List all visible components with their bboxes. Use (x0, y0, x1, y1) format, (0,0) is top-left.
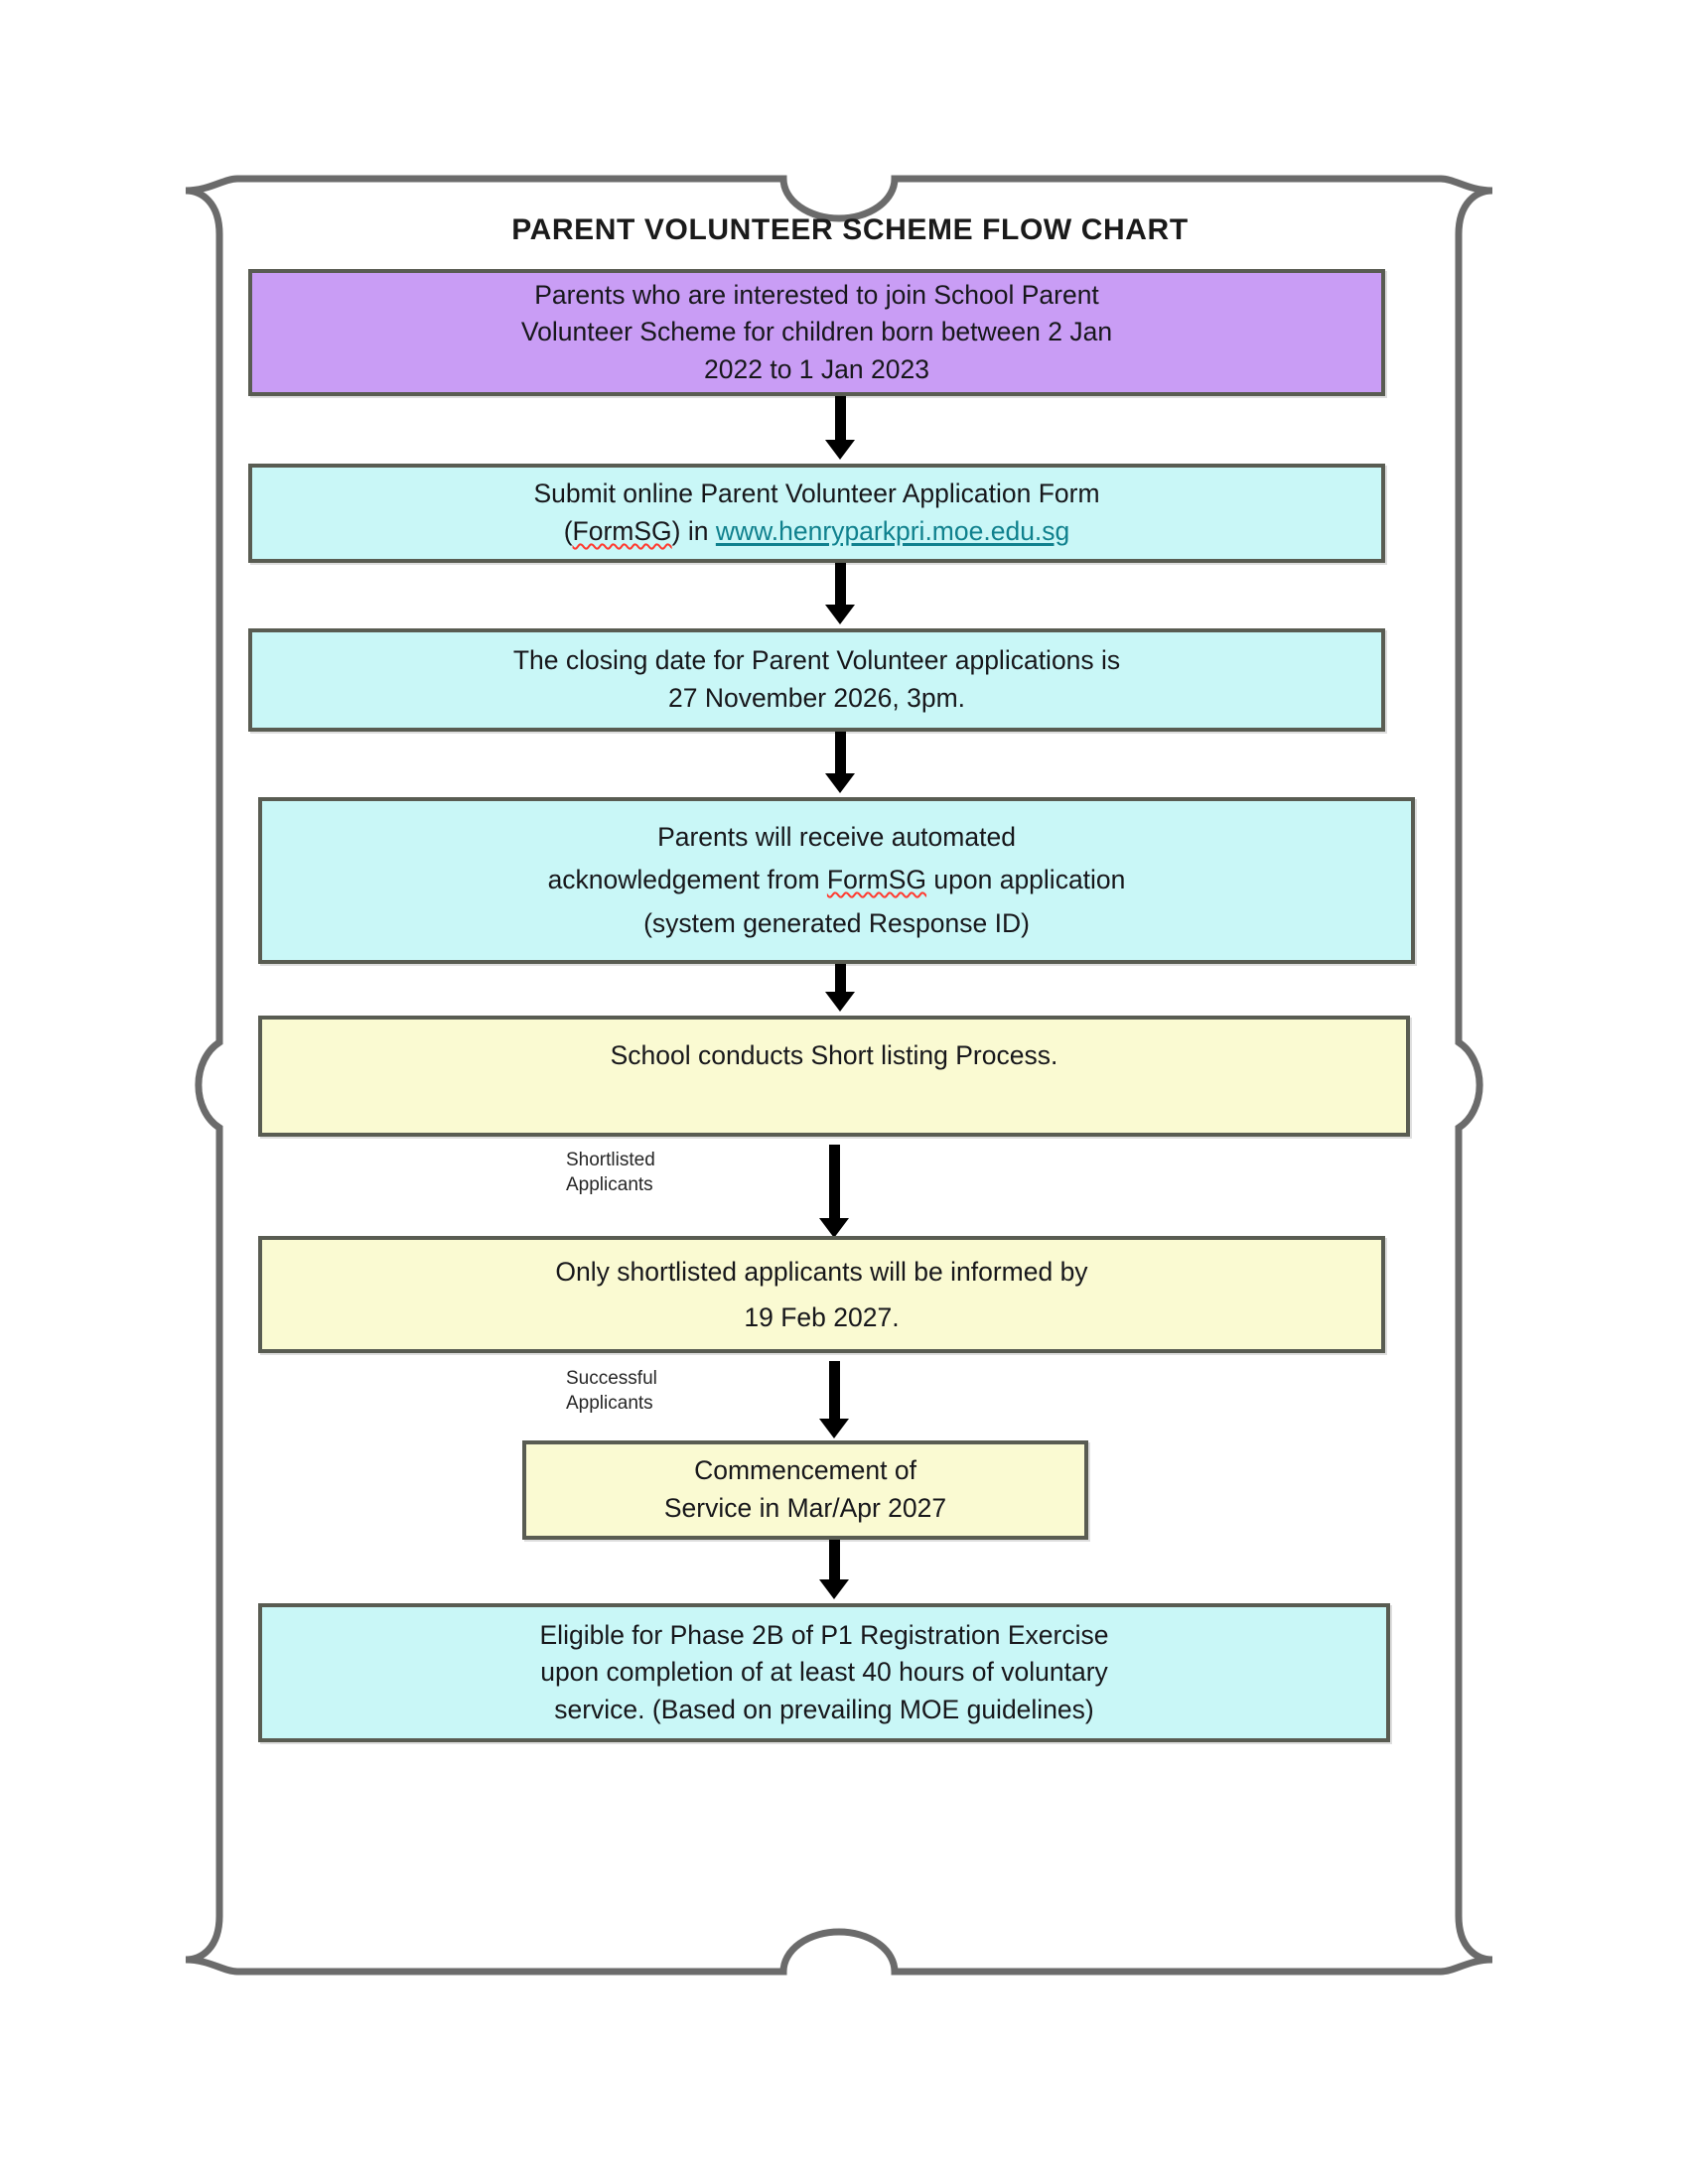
arrow-head (825, 605, 855, 624)
arrow-shaft (829, 1145, 840, 1222)
flow-node-intro: Parents who are interested to join Schoo… (248, 269, 1385, 396)
arrow-shortlisting-to-informed: Shortlisted Applicants (244, 1137, 1436, 1238)
ack-line-2: acknowledgement from FormSG upon applica… (278, 862, 1395, 899)
closing-line-2: 27 November 2026, 3pm. (667, 683, 966, 713)
arrow-shaft (835, 563, 846, 609)
submit-line-1: Submit online Parent Volunteer Applicati… (533, 478, 1100, 509)
frame-top-edge (185, 175, 1493, 235)
ack-line-1: Parents will receive automated (657, 821, 1016, 852)
edge-label-successful-applicants: Successful Applicants (566, 1368, 657, 1414)
frame-right-edge (1455, 234, 1483, 1916)
informed-line-2: 19 Feb 2027. (744, 1302, 900, 1332)
formsg-misspelled-word: FormSG (826, 865, 927, 895)
flow-node-eligibility: Eligible for Phase 2B of P1 Registration… (258, 1603, 1390, 1742)
arrow-head (825, 773, 855, 793)
ack-prefix-text: acknowledgement from (547, 865, 827, 895)
arrow-shaft (835, 732, 846, 777)
frame-left-edge (195, 234, 223, 1916)
arrow-submit-to-closing (244, 563, 1436, 628)
flow-node-closing-date: The closing date for Parent Volunteer ap… (248, 628, 1385, 732)
page-title: PARENT VOLUNTEER SCHEME FLOW CHART (511, 213, 1189, 246)
intro-line-1: Parents who are interested to join Schoo… (534, 279, 1099, 310)
arrow-commencement-to-eligible (244, 1540, 1436, 1603)
flow-node-informed: Only shortlisted applicants will be info… (258, 1236, 1385, 1353)
commencement-line-1: Commencement of (694, 1455, 916, 1486)
arrow-shaft (829, 1540, 840, 1583)
frame-bottom-edge (185, 1915, 1493, 1976)
closing-line-1: The closing date for Parent Volunteer ap… (512, 645, 1121, 676)
eligible-line-2: upon completion of at least 40 hours of … (540, 1657, 1108, 1688)
arrow-shaft (835, 396, 846, 444)
arrow-head (819, 1419, 849, 1438)
arrow-shaft (829, 1361, 840, 1423)
formsg-misspelled-word: FormSG (572, 516, 672, 546)
decorative-bracket-frame (184, 175, 1494, 1976)
arrow-ack-to-shortlisting (244, 964, 1436, 1016)
intro-line-3: 2022 to 1 Jan 2023 (704, 353, 929, 384)
flow-node-shortlisting: School conducts Short listing Process. (258, 1016, 1410, 1137)
shortlisting-line-1: School conducts Short listing Process. (610, 1040, 1058, 1070)
eligible-line-3: service. (Based on prevailing MOE guidel… (554, 1694, 1094, 1724)
commencement-line-2: Service in Mar/Apr 2027 (663, 1493, 947, 1523)
ack-line-3: (system generated Response ID) (643, 907, 1030, 938)
submit-paren-open: ( (563, 516, 573, 546)
arrow-intro-to-submit (244, 396, 1436, 464)
arrow-head (819, 1579, 849, 1599)
arrow-head (825, 440, 855, 460)
ack-suffix-text: upon application (926, 865, 1126, 895)
submit-line-2: (FormSG) in www.henryparkpri.moe.edu.sg (268, 513, 1365, 551)
arrow-closing-to-ack (244, 732, 1436, 797)
flow-node-submit-form: Submit online Parent Volunteer Applicati… (248, 464, 1385, 563)
flow-node-acknowledgement: Parents will receive automated acknowled… (258, 797, 1415, 964)
edge-label-shortlisted-applicants: Shortlisted Applicants (566, 1150, 655, 1195)
arrow-head (825, 992, 855, 1012)
bracket-frame-svg (185, 175, 1493, 1976)
intro-line-2: Volunteer Scheme for children born betwe… (520, 317, 1113, 347)
informed-line-1: Only shortlisted applicants will be info… (555, 1256, 1088, 1287)
arrow-head (819, 1218, 849, 1238)
arrow-informed-to-commencement: Successful Applicants (244, 1353, 1436, 1440)
school-website-link[interactable]: www.henryparkpri.moe.edu.sg (715, 516, 1070, 546)
flow-node-commencement: Commencement of Service in Mar/Apr 2027 (522, 1440, 1088, 1540)
arrow-shaft (835, 964, 846, 996)
eligible-line-1: Eligible for Phase 2B of P1 Registration… (539, 1619, 1109, 1650)
submit-middle-text: ) in (671, 516, 716, 546)
flow-chart: PARENT VOLUNTEER SCHEME FLOW CHART Paren… (244, 213, 1436, 1742)
